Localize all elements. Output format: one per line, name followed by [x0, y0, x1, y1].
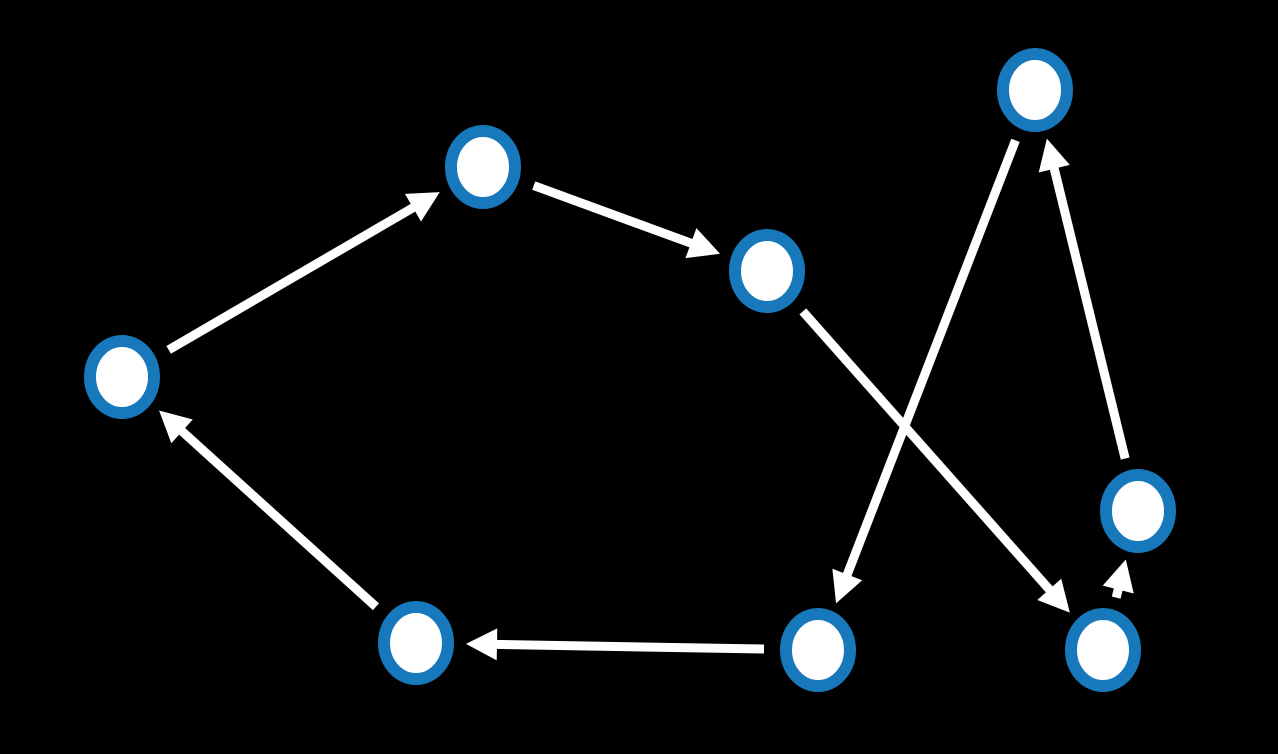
node-circle: [84, 335, 160, 419]
graph-node-bottom-mid: [780, 608, 856, 692]
graph-node-top-mid: [445, 125, 521, 209]
edge-line: [1049, 164, 1130, 460]
node-circle: [729, 229, 805, 313]
graph-node-left: [84, 335, 160, 419]
edge-line: [799, 308, 1055, 595]
node-circle: [378, 601, 454, 685]
edge-line: [166, 202, 418, 354]
edge-arrowhead-icon: [685, 228, 721, 259]
edge-line: [841, 138, 1020, 579]
node-circle: [780, 608, 856, 692]
edge-line: [532, 181, 696, 249]
graph-edge-bottom-right-to-right: [1102, 559, 1134, 599]
edge-arrowhead-icon: [404, 192, 440, 222]
edge-line: [493, 639, 765, 654]
graph-node-right: [1100, 469, 1176, 553]
graph-edge-mid-to-bottom-right: [799, 308, 1070, 613]
graph-edge-bottom-left-to-left: [159, 410, 379, 611]
edge-arrowhead-icon: [1102, 559, 1134, 594]
graph-edge-bottom-mid-to-bottom-left: [465, 628, 765, 661]
graph-node-mid: [729, 229, 805, 313]
node-circle: [1065, 608, 1141, 692]
graph-edge-top-right-to-bottom-mid: [832, 138, 1020, 604]
edge-line: [176, 425, 379, 611]
graph-edge-top-mid-to-mid: [532, 181, 721, 259]
graph-node-top-right: [997, 48, 1073, 132]
edge-arrowhead-icon: [159, 410, 193, 444]
graph-node-bottom-right: [1065, 608, 1141, 692]
graph-edge-left-to-top-mid: [166, 192, 440, 354]
node-circle: [445, 125, 521, 209]
edge-arrowhead-icon: [465, 628, 498, 661]
node-circle: [997, 48, 1073, 132]
graph-edge-right-to-top-right: [1038, 138, 1130, 460]
edge-arrowhead-icon: [1038, 138, 1070, 173]
edge-arrowhead-icon: [832, 568, 863, 604]
node-circle: [1100, 469, 1176, 553]
edge-arrowhead-icon: [1037, 578, 1070, 613]
graph-node-bottom-left: [378, 601, 454, 685]
